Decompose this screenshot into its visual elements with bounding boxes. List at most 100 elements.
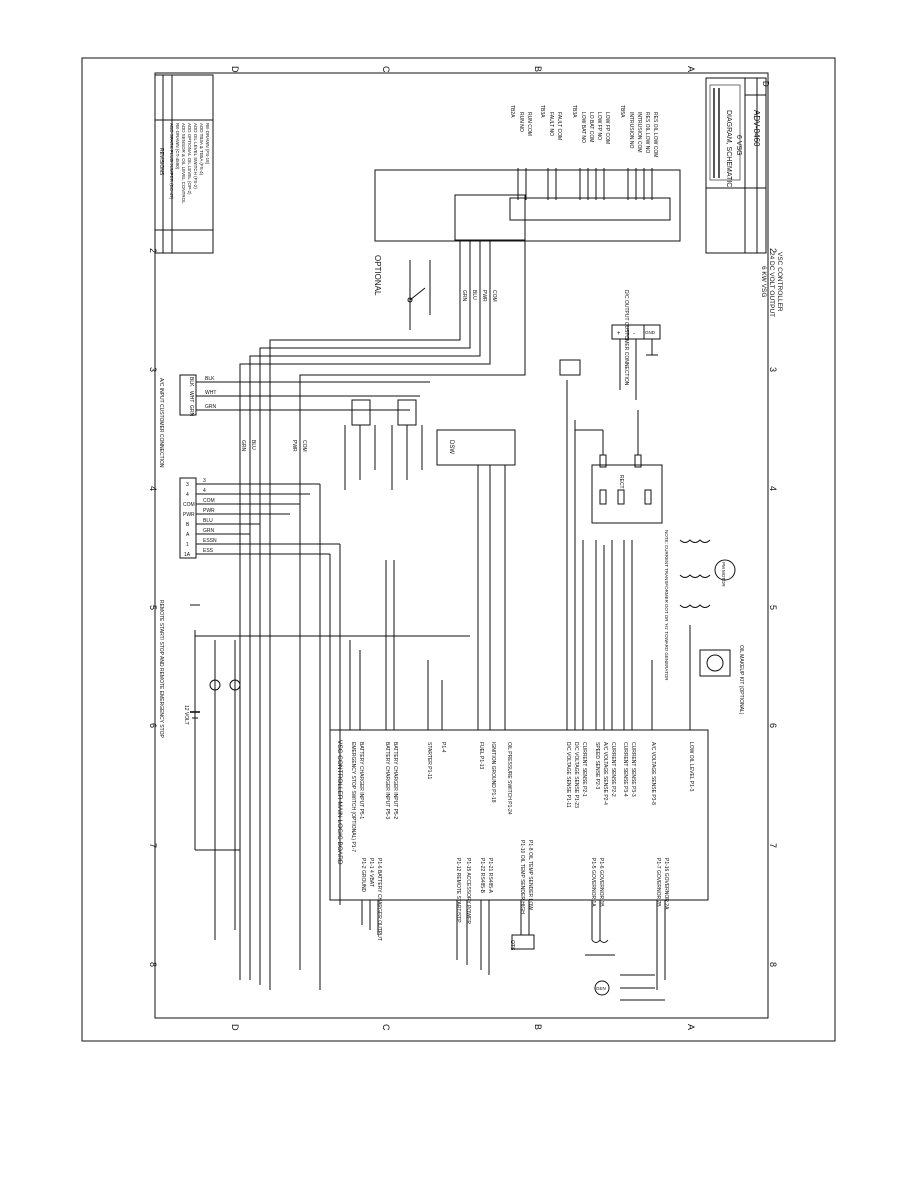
tb2-term-5: A (186, 532, 190, 538)
revision-2: RE-DRAWN (CT-4590) (175, 123, 180, 170)
zone-letters: D C B A D C B A (230, 66, 696, 1031)
pm-motor-label: PM MOTOR (721, 562, 726, 587)
pm-motor-section: PM MOTOR NOTE: CURRENT TRANSFORMER DOT O… (664, 530, 736, 681)
p10-wire-0: GRN (461, 290, 467, 302)
subtitle-1: 6 KW VSG (760, 266, 767, 297)
tb3-rows: RUN NO RUN COM FAULT NO FAULT COM LOW BA… (509, 105, 658, 200)
cpin-l-8: P1-8 OIL TEMP SENDER LOW (527, 840, 533, 910)
title-block: DIAGRAM, SCHEMATIC 6 VSG ADV-8460 D 6 KW… (705, 77, 783, 317)
zone-2-right: 2 (768, 248, 778, 253)
generator: GEN (594, 974, 665, 1001)
p10-wire-1: BLU (471, 290, 477, 300)
zone-5-right: 5 (768, 605, 778, 610)
cpin-l-1: P1-1 4 VBAT (368, 858, 374, 887)
zone-c-top: C (381, 66, 391, 73)
zone-4-right: 4 (768, 486, 778, 491)
tb3-row-7: LOW FP COM (604, 112, 610, 144)
zone-5-left: 5 (148, 605, 158, 610)
zone-3-left: 3 (148, 367, 158, 372)
misc-wires (239, 375, 341, 990)
cpin-r-18: LOW OIL LEVEL P1-3 (688, 742, 694, 792)
tb3-terminal-strip (509, 197, 671, 221)
cpin-r-13: A/C VOLTAGE SENSE P2-4 (602, 742, 608, 805)
revision-3: ADD SENSOR & OIL LEVEL CONTROL (181, 123, 186, 204)
dc-term-0: + (617, 331, 621, 337)
vwire-2: PWR (291, 440, 297, 452)
tb2-wire-0: 3 (203, 478, 206, 484)
tb2-term-7: 1A (184, 552, 191, 558)
inner-border (154, 72, 769, 1019)
tb3-row-0: RUN NO (518, 112, 524, 132)
remote-start-label: REMOTE START/ STOP AND REMOTE EMERGENCY … (158, 600, 164, 738)
cpin-l-11: P1-7 GOVERNOR 2B (655, 858, 661, 907)
drawing-number: ADV-8460 (752, 110, 761, 147)
cpin-l-0: P1-2 GROUND (360, 858, 366, 893)
vwire-3: COM (301, 440, 307, 452)
ac-wire-1: WHT (205, 390, 216, 396)
ots-sensor: OTS (509, 934, 535, 951)
ac-terminal-0: BLK (188, 377, 194, 387)
rectifier: RECT (575, 410, 663, 524)
title-line-1: DIAGRAM, SCHEMATIC (725, 110, 732, 187)
zone-6-left: 6 (148, 723, 158, 728)
zone-a-top: A (686, 66, 696, 72)
governor-coil (585, 939, 615, 956)
tb2-terminal-strip (454, 194, 526, 241)
cpin-l-2: P1-6 BATTERY CHARGER OUTPUT (376, 858, 382, 941)
oil-makeup-kit: OIL MAKEUP KIT (OPTIONAL) (689, 625, 744, 715)
tb2-wire-1: 4 (203, 488, 206, 494)
tb2-term-1: 4 (186, 492, 189, 498)
zone-8-left: 8 (148, 962, 158, 967)
zone-numbers: 2 3 4 5 6 7 8 2 3 4 5 6 7 8 (148, 248, 778, 967)
subtitle-2: 24 DC VOLT OUTPUT (768, 252, 775, 317)
cpin-r-2: BATTERY CHARGER INPUT P5-3 (384, 742, 390, 819)
twelve-volt-label: 12 VOLT (183, 705, 189, 725)
p10-wire-3: COM (491, 290, 497, 302)
cpin-r-8: OIL PRESSURE SWITCH P1-24 (506, 742, 512, 815)
cpin-r-0: EMERGENCY STOP SWITCH (OPTIONAL) P1-7 (350, 742, 356, 852)
cpin-r-14: CURRENT SENSE P2-2 (610, 742, 616, 797)
cpin-r-5: P1-4 (440, 742, 446, 753)
ac-wire-0: BLK (205, 376, 215, 382)
tb3-row-1: RUN COM (526, 112, 532, 136)
cpin-r-17: A/C VOLTAGE SENSE P3-8 (650, 742, 656, 805)
dc-term-2: GND (645, 330, 656, 335)
cpin-r-9: D/C VOLTAGE SENSE P1-11 (565, 742, 571, 808)
tb3-row-5: LO BAT COM (588, 112, 594, 142)
revision-6: ADD TB3A & TB5A (FS-4) (199, 123, 204, 176)
cpin-r-3: BATTERY CHARGER INPUT P5-2 (392, 742, 398, 819)
dc-output: + - GND D/C OUTPUT CUSTOMER CONNECTION (559, 290, 661, 400)
tb2-wire-4: BLU (203, 518, 213, 524)
tb3-group-2: TB3A (571, 105, 577, 118)
title-line-2: 6 VSG (735, 135, 742, 156)
controller-right-pins: EMERGENCY STOP SWITCH (OPTIONAL) P1-7 BA… (350, 742, 694, 852)
cpin-l-5: P1-22 RS485-B (479, 858, 485, 894)
tb3-row-3: FAULT COM (556, 112, 562, 140)
zone-d-bottom: D (230, 1024, 240, 1031)
zone-2-left: 2 (148, 248, 158, 253)
dsw-label: DSW (448, 440, 454, 454)
tb3-row-10: RES OIL LOW NO (644, 112, 650, 153)
relay-1 (351, 399, 371, 426)
tb3-row-11: RES OIL LOW COM (652, 112, 658, 157)
vertical-wire-labels: GRN BLU PWR COM (240, 440, 307, 452)
relays (344, 399, 423, 490)
tb2-wire-6: ESSN (203, 538, 217, 544)
revision-7: RE-DRAWN (FS-18) (205, 123, 210, 165)
zone-c-bottom: C (381, 1024, 391, 1031)
zone-a-bottom: A (686, 1024, 696, 1030)
cpin-l-3: P1-12 REMOTE START/STP (455, 858, 461, 923)
cpin-l-7: P1-10 OIL TEMP SENDER HIGH (519, 840, 525, 914)
cpin-r-16: CURRENT SENSE P3-3 (630, 742, 636, 797)
ac-input-connection: BLK WHT GRN A/C INPUT CUSTOMER CONNECTIO… (158, 374, 430, 468)
pps-switch (407, 260, 431, 330)
rect-label: RECT (618, 475, 624, 489)
cpin-l-12: P1-16 GOVERNOR 2A (663, 858, 669, 910)
cpin-r-10: D/C VOLTAGE SENSE P1-23 (573, 742, 579, 808)
vwire-1: BLU (250, 440, 256, 450)
revision-1: ADD SPARK PLUG JUMPER (DC-47) (169, 123, 174, 200)
cpin-r-7: IGNITION GROUND P1-18 (490, 742, 496, 803)
ac-terminal-1: WHT (188, 391, 194, 402)
tb3-row-6: LOW FP NO (596, 112, 602, 140)
revision-4: ADD OPTIONAL OIL LEVEL (OP-2) (187, 123, 192, 195)
